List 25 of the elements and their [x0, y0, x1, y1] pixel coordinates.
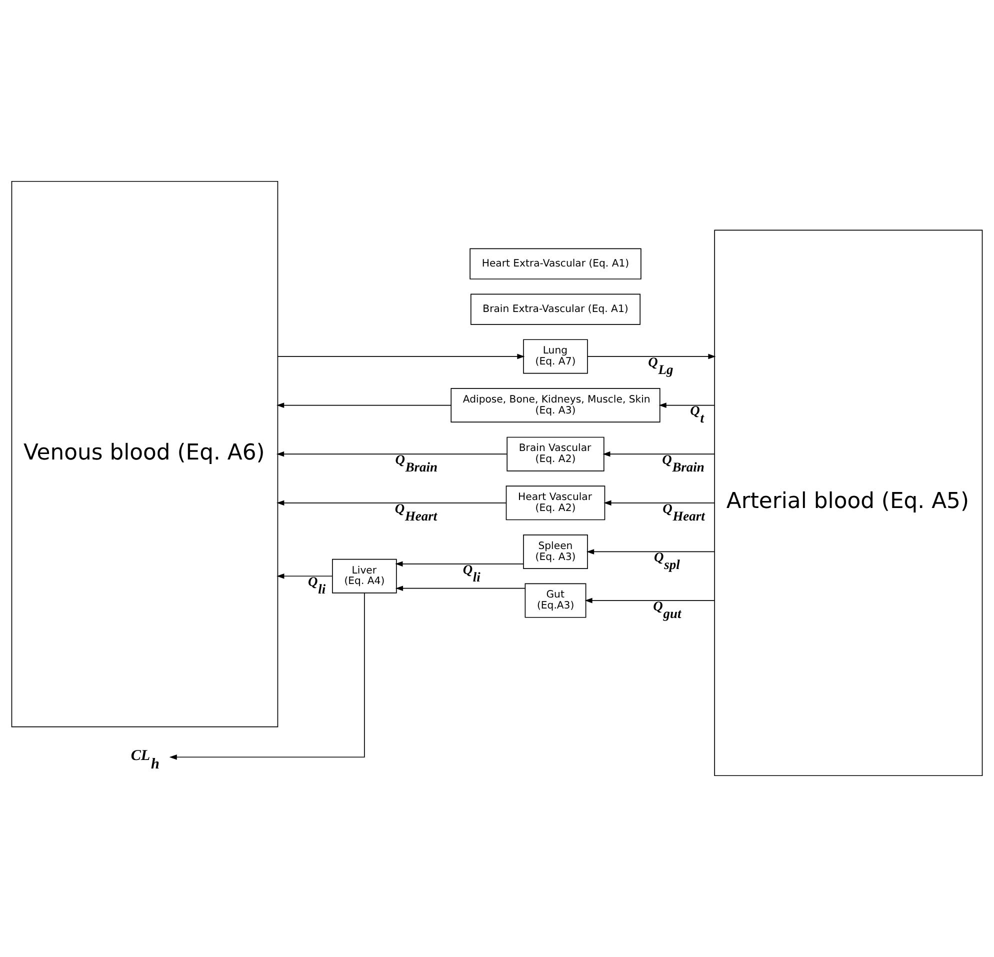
node-box: Liver (Eq. A4) — [332, 558, 397, 594]
node-box: Arterial blood (Eq. A5) — [714, 230, 983, 776]
arrow — [658, 402, 715, 408]
arrow — [586, 549, 715, 554]
arrow — [276, 500, 506, 506]
arrow — [395, 561, 524, 567]
arrow — [276, 573, 333, 579]
arrow — [276, 402, 452, 408]
arrow — [276, 451, 508, 457]
arrow — [604, 500, 715, 506]
node-box: Brain Extra-Vascular (Eq. A1) — [470, 294, 641, 325]
arrow — [395, 586, 526, 591]
arrow — [169, 592, 365, 760]
arrow — [584, 598, 715, 604]
arrow — [587, 354, 716, 360]
arrow — [277, 354, 525, 360]
node-box: Lung (Eq. A7) — [523, 339, 588, 374]
node-box: Brain Vascular (Eq. A2) — [506, 436, 604, 472]
node-box: Heart Extra-Vascular (Eq. A1) — [470, 248, 642, 280]
node-box: Venous blood (Eq. A6) — [11, 180, 278, 728]
node-box: Heart Vascular (Eq. A2) — [506, 486, 606, 520]
node-box: Adipose, Bone, Kidneys, Muscle, Skin (Eq. A3) — [450, 388, 660, 423]
node-box: Spleen (Eq. A3) — [523, 534, 588, 569]
arrow — [602, 451, 715, 457]
node-box: Gut (Eq.A3) — [524, 583, 586, 618]
